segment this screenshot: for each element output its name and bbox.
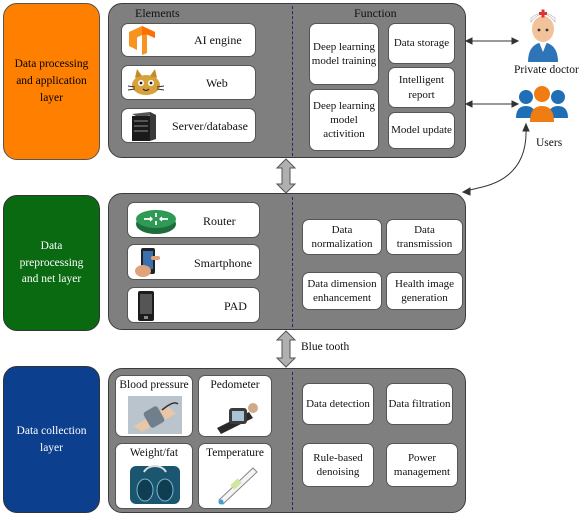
element-ai-engine: AI engine [121,23,256,57]
server-icon [126,111,160,147]
element-web: Web [121,65,256,100]
element-smartphone: Smartphone [127,244,260,280]
function-box: Deep learning model activition [309,89,379,151]
preprocessing-layer-label: Data preprocessing and net layer [19,239,84,286]
collection-layer-box: Data collection layer [3,366,100,513]
application-panel: Elements Function AI engine Web [108,3,466,158]
preprocessing-panel: Router Smartphone PAD Data normalization… [108,193,466,330]
doctor-icon [524,4,562,69]
element-label: Server/database [172,119,248,133]
router-icon [133,206,179,241]
users-icon [516,84,568,133]
scale-icon [128,464,182,511]
users-label: Users [536,137,563,149]
function-box: Health image generation [386,272,463,310]
element-label: AI engine [194,33,242,47]
tablet-icon [136,290,156,327]
sensor-weight-fat: Weight/fat [115,443,193,509]
tensorflow-logo-icon [126,26,158,60]
function-box: Data dimension enhancement [302,272,382,310]
function-box: Intelligent report [388,67,455,108]
function-box: Data normalization [302,219,382,255]
sensor-label: Temperature [206,447,264,459]
function-box: Deep learning model training [309,23,379,85]
function-box: Data storage [388,23,455,64]
bluetooth-label: Blue tooth [301,341,350,353]
function-box: Power management [386,443,458,487]
element-pad: PAD [127,287,260,323]
collection-panel: Blood pressure Pedometer Weight/fat [108,368,466,513]
sensor-blood-pressure: Blood pressure [115,375,193,437]
function-box: Model update [388,112,455,149]
collection-layer-label: Data collection layer [16,424,87,454]
sensor-temperature: Temperature [198,443,272,509]
function-box: Rule-based denoising [302,443,374,487]
doctor-label: Private doctor [514,64,579,76]
application-layer-label: Data processing and application layer [14,58,89,104]
element-router: Router [127,202,260,238]
function-box: Data filtration [386,383,453,425]
sensor-label: Blood pressure [119,379,189,391]
sensor-label: Weight/fat [129,447,179,459]
thermometer-icon [213,464,261,511]
tomcat-logo-icon [126,68,166,104]
elements-heading: Elements [135,6,180,20]
function-box: Data detection [302,383,374,425]
function-heading: Function [354,6,397,20]
preprocessing-layer-box: Data preprocessing and net layer [3,195,100,331]
double-arrow-icon [275,158,297,368]
divider-line [292,372,293,510]
link-arrow-icon [461,37,530,196]
element-label: Smartphone [194,256,252,270]
sensor-label: Pedometer [210,379,260,391]
element-label: Router [203,214,236,228]
divider-line [292,197,293,327]
element-server-database: Server/database [121,108,256,143]
application-layer-box: Data processing and application layer [3,3,100,160]
element-label: PAD [224,299,247,313]
function-box: Data transmission [386,219,463,255]
blood-pressure-cuff-icon [128,396,182,439]
element-label: Web [206,76,228,90]
divider-line [292,6,293,156]
sensor-pedometer: Pedometer [198,375,272,437]
smartphone-icon [134,247,164,284]
pedometer-watch-icon [215,398,259,439]
